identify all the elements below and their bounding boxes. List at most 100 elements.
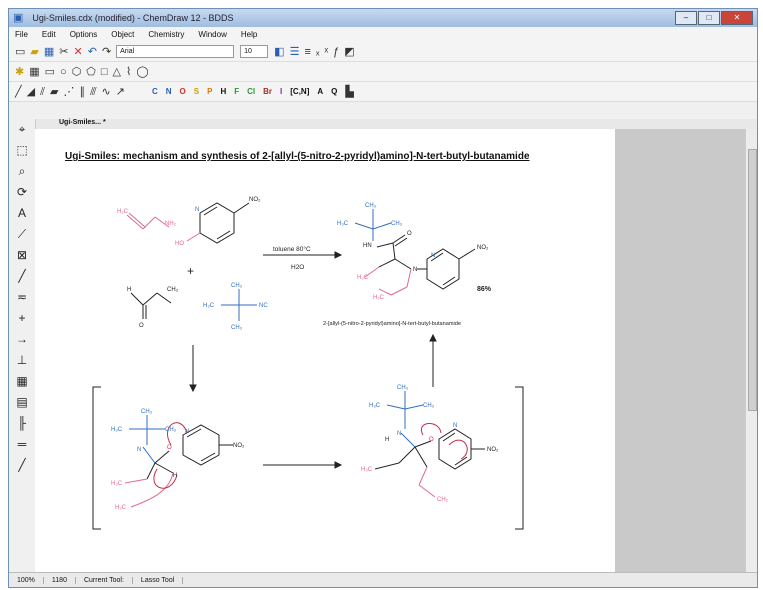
element-s[interactable]: S [193, 87, 200, 96]
dashed-bond-icon[interactable]: ⋰ [63, 85, 75, 98]
color-icon[interactable]: ◩ [344, 45, 355, 58]
element-c[interactable]: C [151, 87, 158, 96]
svg-text:H₃C: H₃C [337, 221, 349, 227]
delete-icon[interactable]: ✕ [73, 45, 83, 58]
pentagon-icon[interactable]: ⬠ [86, 65, 96, 78]
close-button[interactable]: ✕ [721, 11, 753, 25]
redo-icon[interactable]: ↷ [101, 45, 112, 58]
svg-text:CH₂: CH₂ [437, 497, 449, 503]
svg-text:N: N [185, 429, 189, 435]
element-o[interactable]: O [179, 87, 186, 96]
menu-options[interactable]: Options [69, 30, 98, 39]
menu-file[interactable]: File [15, 30, 28, 39]
font-select[interactable]: Arial [116, 45, 235, 58]
current-tool-value: Lasso Tool [133, 577, 184, 584]
line-tool-icon[interactable]: ╱ [18, 269, 26, 283]
superscript-icon[interactable]: ˣ [324, 45, 329, 58]
lasso-tool-icon[interactable]: ⌖ [18, 122, 26, 136]
pen-tool-icon[interactable]: ╱ [18, 458, 26, 472]
zoom-level[interactable]: 100% [9, 577, 44, 584]
hash-bond-icon[interactable]: ⫽ [40, 85, 45, 98]
subscript-icon[interactable]: ₓ [315, 45, 320, 58]
maximize-button[interactable]: □ [698, 11, 720, 25]
new-document-icon[interactable]: ▭ [15, 45, 26, 58]
element-f[interactable]: F [234, 87, 240, 96]
menu-edit[interactable]: Edit [41, 30, 56, 39]
rotate-tool-icon[interactable]: ⟳ [16, 185, 28, 199]
triangle-icon[interactable]: △ [112, 65, 121, 78]
svg-text:O: O [167, 445, 172, 451]
chain-tool-icon[interactable]: ≂ [16, 290, 28, 304]
dative-bond-icon[interactable]: ↗ [115, 85, 125, 98]
element-a[interactable]: A [317, 87, 324, 96]
menu-window[interactable]: Window [198, 30, 227, 39]
svg-text:HN: HN [363, 243, 372, 249]
element-n[interactable]: N [165, 87, 172, 96]
orbital-tool-icon[interactable]: ⊠ [16, 248, 28, 262]
periodic-table-icon[interactable]: ▙ [345, 85, 354, 98]
chain-icon[interactable]: ⌇ [125, 65, 132, 78]
wavy-bond-icon[interactable]: ∿ [101, 85, 111, 98]
hexagon-icon[interactable]: ⬡ [71, 65, 82, 78]
template-icon[interactable]: ✱ [15, 65, 25, 78]
square-icon[interactable]: □ [100, 65, 108, 78]
svg-text:CH₃: CH₃ [231, 283, 243, 289]
plate-tool-icon[interactable]: ▤ [16, 395, 28, 409]
scroll-thumb[interactable] [748, 149, 757, 411]
element-i[interactable]: I [280, 87, 283, 96]
triple-bond-icon[interactable]: ⫻ [89, 85, 97, 98]
element-h[interactable]: H [220, 87, 227, 96]
svg-text:HO: HO [175, 241, 184, 247]
svg-text:NO₂: NO₂ [487, 447, 499, 453]
formula-icon[interactable]: ƒ [333, 45, 340, 58]
text-tool-icon[interactable]: A [17, 206, 26, 220]
align-center-icon[interactable]: ≡ [304, 45, 311, 58]
element-q[interactable]: Q [331, 87, 338, 96]
document-tab-strip: Ugi-Smiles... * [35, 119, 757, 129]
menu-object[interactable]: Object [111, 30, 135, 39]
undo-icon[interactable]: ↶ [87, 45, 97, 58]
minimize-button[interactable]: – [675, 11, 697, 25]
element-p[interactable]: P [207, 87, 213, 96]
circle-icon[interactable]: ○ [60, 65, 67, 78]
drawing-canvas[interactable]: Ugi-Smiles: mechanism and synthesis of 2… [35, 129, 615, 572]
grid-icon[interactable]: ▦ [29, 65, 40, 78]
svg-text:O: O [429, 437, 434, 443]
svg-text:NC: NC [259, 303, 268, 309]
table-tool-icon[interactable]: ▦ [16, 374, 28, 388]
double-bond-icon[interactable]: ∥ [79, 85, 85, 98]
menu-help[interactable]: Help [240, 30, 258, 39]
element-list[interactable]: [C,N] [290, 87, 310, 96]
menu-chemistry[interactable]: Chemistry [148, 30, 185, 39]
bold-bond-icon[interactable]: ▰ [50, 85, 59, 98]
zoom-tool-icon[interactable]: ⌕ [18, 164, 26, 178]
marquee-tool-icon[interactable]: ⬚ [16, 143, 28, 157]
ring-icon[interactable]: ◯ [136, 65, 149, 78]
element-br[interactable]: Br [263, 87, 273, 96]
title-bar: ▣ Ugi-Smiles.cdx (modified) - ChemDraw 1… [9, 9, 757, 27]
intermediate-1-structure [124, 415, 233, 508]
bracket-tool-icon[interactable]: ⊥ [16, 353, 28, 367]
vertical-scrollbar[interactable] [745, 129, 757, 572]
dash-tool-icon[interactable]: ═ [17, 437, 27, 451]
open-folder-icon[interactable]: ▰ [30, 45, 39, 58]
butanal-structure [130, 292, 172, 319]
element-cl[interactable]: Cl [247, 87, 256, 96]
svg-text:CH₃: CH₃ [365, 203, 377, 209]
save-icon[interactable]: ▦ [43, 45, 55, 58]
tlc-tool-icon[interactable]: ╟ [17, 416, 27, 430]
arrow-tool-icon[interactable]: → [16, 332, 28, 346]
allylamine-structure [126, 212, 170, 230]
charge-tool-icon[interactable]: + [18, 311, 26, 325]
rectangle-icon[interactable]: ▭ [44, 65, 56, 78]
align-left-icon[interactable]: ☰ [289, 45, 300, 58]
size-select[interactable]: 10 [240, 45, 269, 58]
document-tab[interactable]: Ugi-Smiles... * [59, 119, 106, 126]
wedge-bond-icon[interactable]: ◢ [26, 85, 36, 98]
cut-icon[interactable]: ✂ [59, 45, 69, 58]
svg-text:N: N [431, 253, 435, 259]
svg-text:O: O [139, 323, 144, 329]
bond-tool-icon[interactable]: ⟋ [17, 227, 27, 241]
bold-icon[interactable]: ◧ [274, 45, 285, 58]
single-bond-icon[interactable]: ╱ [15, 85, 22, 98]
